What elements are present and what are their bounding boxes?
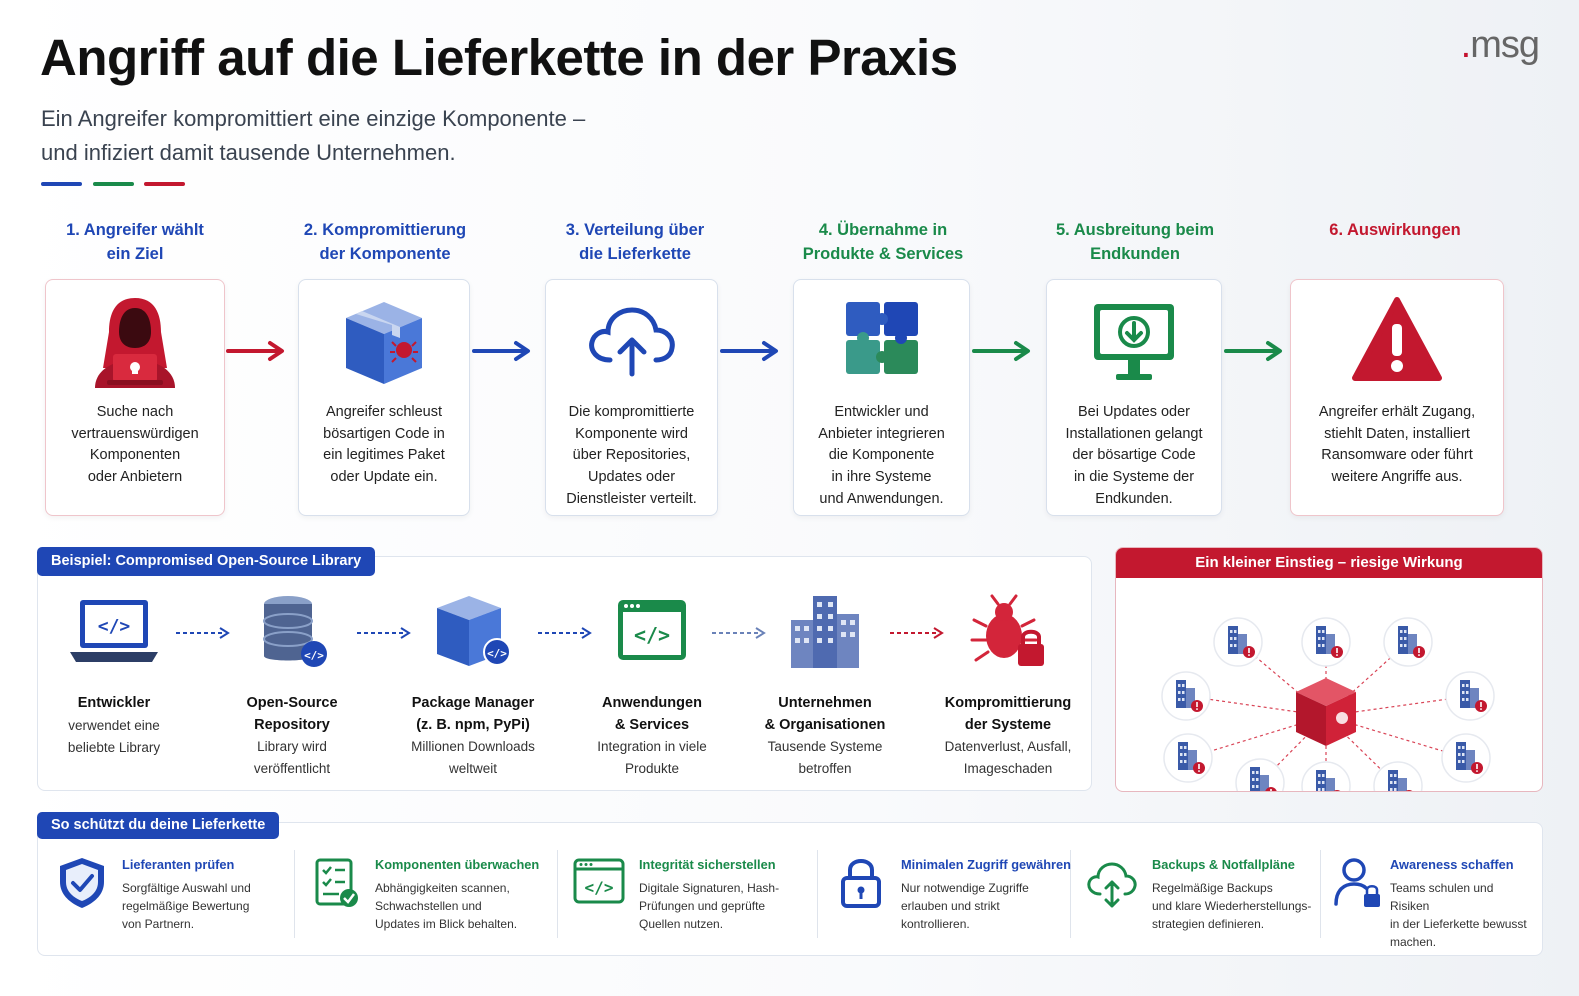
divider [294, 850, 295, 938]
svg-text:</>: </> [304, 649, 324, 662]
protect-item-integrity: </> Integrität sicherstellen Digitale Si… [571, 852, 811, 938]
example-arrow-2 [357, 627, 411, 639]
impact-network-graphic [1161, 617, 1495, 791]
step-6-description: Angreifer erhält Zugang,stiehlt Daten, i… [1318, 404, 1476, 486]
database-icon: </> [263, 596, 327, 667]
arrow-step-3-4 [720, 341, 778, 361]
example-item-organisations: Unternehmen& Organisationen Tausende Sys… [735, 590, 915, 780]
arrow-step-5-6 [1224, 341, 1282, 361]
app-window-icon: </> [618, 600, 686, 660]
impact-panel: Ein kleiner Einstieg – riesige Wirkung [1115, 547, 1543, 792]
protect-item-components: Komponenten überwachen Abhängigkeiten sc… [307, 852, 552, 938]
package-icon: </> [437, 596, 511, 666]
divider [1070, 850, 1071, 938]
puzzle-icon [845, 302, 918, 374]
svg-text:</>: </> [487, 647, 507, 660]
infected-package-icon [346, 302, 422, 384]
arrow-step-1-2 [226, 341, 284, 361]
protect-tag: So schützt du deine Lieferkette [37, 812, 280, 839]
monitor-download-icon [1094, 304, 1174, 380]
svg-text:</>: </> [585, 878, 614, 897]
example-arrow-3 [538, 627, 592, 639]
checklist-icon [315, 858, 358, 907]
example-item-applications: </> Anwendungen& Services Integration in… [562, 590, 742, 780]
svg-text:</>: </> [98, 616, 131, 637]
buildings-icon [791, 596, 859, 668]
cloud-sync-icon [1087, 862, 1137, 908]
example-arrow-4 [712, 627, 766, 639]
code-window-icon: </> [573, 858, 625, 904]
protect-item-backups: Backups & Notfallpläne Regelmäßige Backu… [1084, 852, 1316, 938]
step-6-title: 6. Auswirkungen [1329, 221, 1461, 239]
arrow-step-2-3 [472, 341, 530, 361]
divider [557, 850, 558, 938]
protect-panel [37, 822, 1543, 956]
svg-text:</>: </> [634, 623, 670, 647]
protect-item-access: Minimalen Zugriff gewähren Nur notwendig… [833, 852, 1071, 938]
protect-item-suppliers: Lieferanten prüfen Sorgfältige Auswahl u… [54, 852, 286, 938]
warning-icon [1352, 297, 1442, 381]
arrow-step-4-5 [972, 341, 1030, 361]
hacker-icon [95, 298, 175, 388]
example-tag: Beispiel: Compromised Open-Source Librar… [37, 547, 376, 576]
decor-bar-green [93, 182, 134, 186]
divider [817, 850, 818, 938]
bug-lock-icon [970, 594, 1044, 666]
example-arrow-5 [890, 627, 944, 639]
msg-logo: .msg [1460, 24, 1540, 66]
divider [1320, 850, 1321, 938]
decor-bar-red [144, 182, 185, 186]
infected-center-package [1296, 678, 1356, 746]
page-subtitle: Ein Angreifer kompromittiert eine einzig… [41, 106, 586, 165]
example-arrow-1 [176, 627, 230, 639]
laptop-code-icon: </> [70, 600, 158, 662]
example-item-package-manager: </> Package Manager(z. B. npm, PyPi) Mil… [383, 590, 563, 780]
impact-title: Ein kleiner Einstieg – riesige Wirkung [1116, 548, 1542, 578]
user-lock-icon [1334, 858, 1380, 907]
shield-check-icon [60, 858, 104, 908]
example-panel [37, 556, 1092, 791]
decor-bar-blue [41, 182, 82, 186]
cloud-upload-icon [588, 307, 675, 377]
page-title: Angriff auf die Lieferkette in der Praxi… [40, 29, 958, 86]
protect-item-awareness: Awareness schaffen Teams schulen und Ris… [1330, 852, 1535, 949]
step-6-card: Angreifer erhält Zugang,stiehlt Daten, i… [1290, 279, 1504, 516]
padlock-icon [841, 859, 881, 908]
